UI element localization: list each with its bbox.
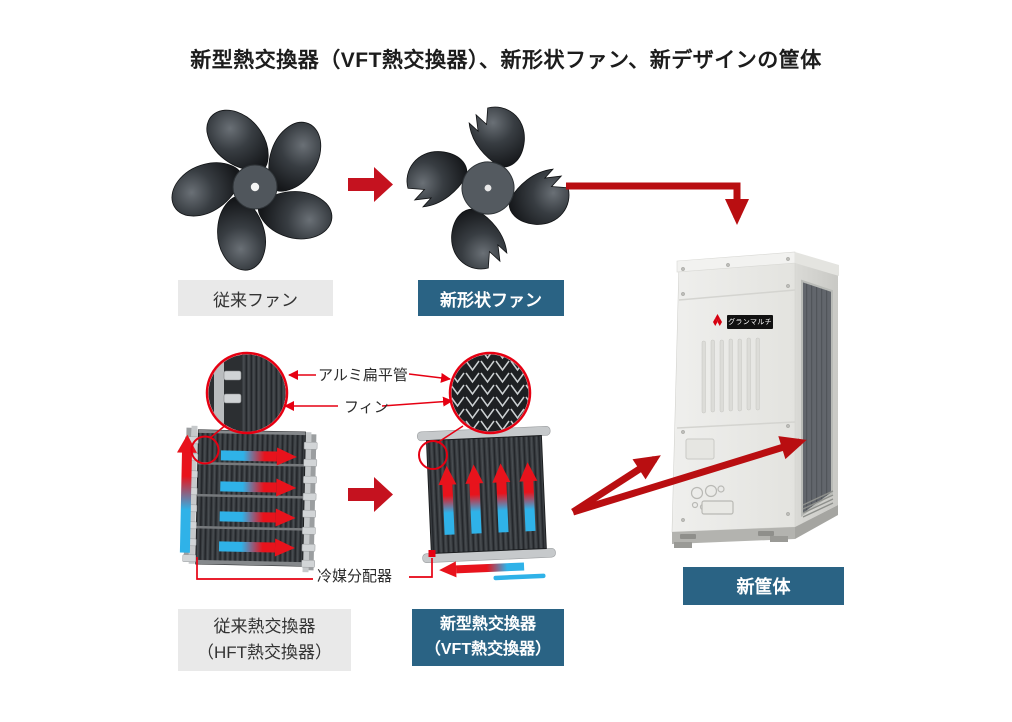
label-conventional-hx: 従来熱交換器 （HFT熱交換器） — [178, 609, 351, 671]
magnifier-right — [448, 351, 532, 435]
mitsubishi-logo-icon — [713, 314, 722, 326]
unit-brand-badge: グランマルチ — [727, 315, 773, 329]
label-new-hx-line1: 新型熱交換器 — [439, 615, 536, 633]
label-new-hx: 新型熱交換器 （VFT熱交換器） — [412, 609, 564, 666]
callout-aluminum-flat-tube: アルミ扁平管 — [318, 367, 408, 384]
block-arrow-fans-icon — [348, 167, 393, 202]
front-vents — [701, 337, 760, 414]
new-fan-image — [406, 106, 570, 270]
knockouts — [690, 484, 734, 515]
hx-flow-arrows-horizontal — [218, 447, 297, 557]
arrow-hx-to-unit-front — [571, 455, 661, 515]
page-title: 新型熱交換器（VFT熱交換器）、新形状ファン、新デザインの筐体 — [190, 49, 822, 72]
connector-arrows — [566, 182, 807, 516]
conventional-hx-image — [176, 425, 318, 573]
detail-circle-new-hx — [418, 440, 448, 470]
label-new-hx-line2: （VFT熱交換器） — [424, 640, 552, 658]
arrow-hx-to-unit-side — [571, 436, 807, 516]
magnifier-left — [205, 351, 289, 435]
callout-fin: フィン — [344, 399, 389, 416]
outdoor-unit-image — [671, 251, 839, 548]
block-arrow-hx-icon — [348, 477, 393, 512]
callout-lines — [196, 370, 453, 580]
hx-flow-arrows-vertical — [438, 462, 538, 535]
arrow-fan-to-unit — [566, 182, 749, 225]
label-conventional-hx-line1: 従来熱交換器 — [213, 616, 316, 636]
hx-distributor-arrow — [439, 561, 546, 581]
label-new-housing: 新筐体 — [683, 567, 844, 605]
conventional-fan-image — [171, 109, 333, 271]
label-conventional-fan: 従来ファン — [178, 280, 333, 316]
label-conventional-hx-line2: （HFT熱交換器） — [196, 643, 333, 662]
screws — [681, 257, 790, 522]
new-hx-image — [416, 426, 556, 581]
detail-circle-old-hx — [190, 435, 220, 465]
callout-refrigerant-distributor: 冷媒分配器 — [317, 568, 393, 585]
label-new-fan: 新形状ファン — [418, 280, 564, 316]
side-grille — [801, 279, 833, 517]
